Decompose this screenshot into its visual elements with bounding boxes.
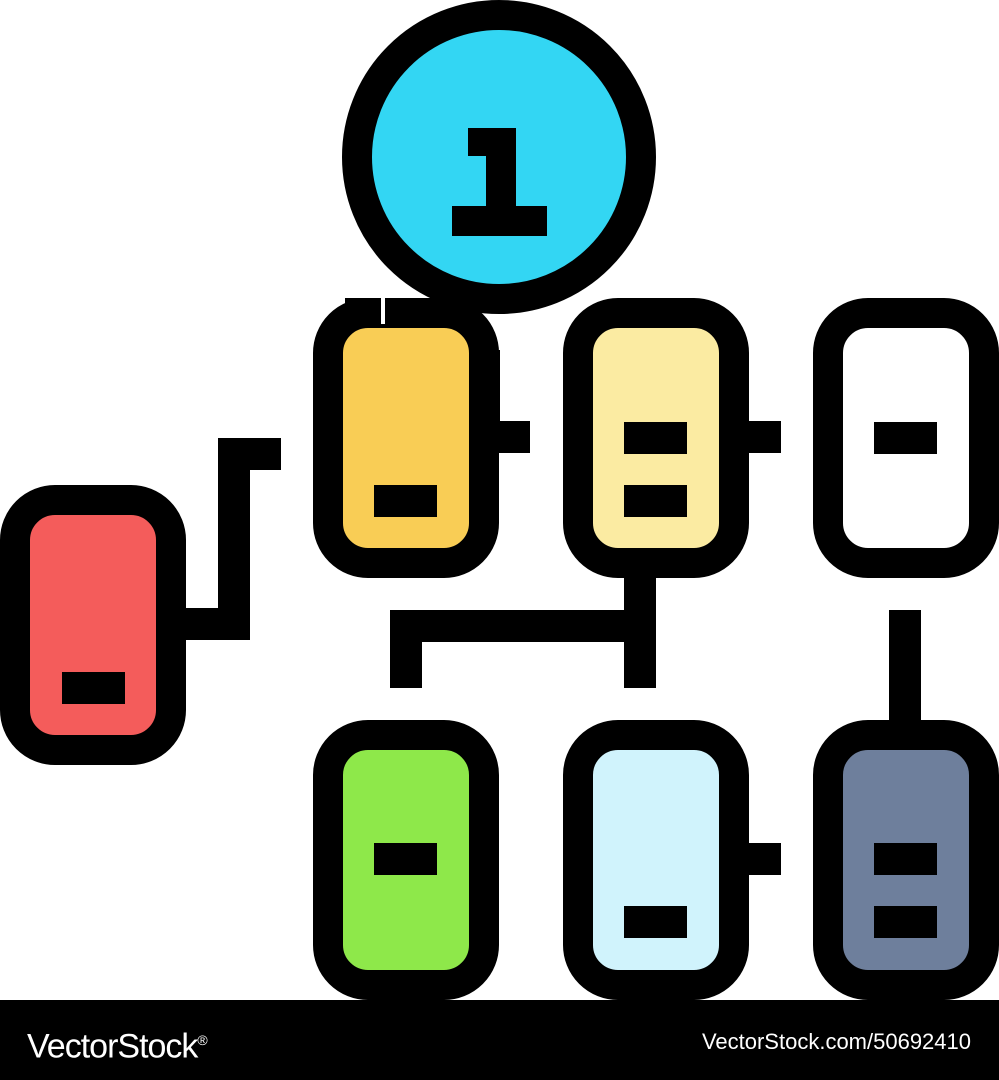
node-orange-dash [374, 485, 437, 517]
node-pale-yellow-dash-1 [624, 422, 687, 454]
node-red [0, 485, 186, 765]
connector-branch-green [390, 610, 640, 688]
node-green [313, 720, 499, 1000]
node-orange-body [313, 298, 499, 578]
brand-registered-mark: ® [197, 1032, 207, 1048]
vectorstock-logo: VectorStock® [27, 1020, 208, 1066]
node-light-blue [563, 720, 749, 1000]
brand-name: VectorStock [27, 1027, 198, 1066]
number-badge [342, 0, 656, 314]
node-light-blue-body [563, 720, 749, 1000]
node-red-body [0, 485, 186, 765]
orange-node-detail [345, 290, 500, 450]
watermark-footer-bar: VectorStock® VectorStock.com/50692410 [0, 1000, 999, 1080]
node-orange [313, 298, 499, 578]
node-white [813, 298, 999, 578]
node-white-dash [874, 422, 937, 454]
node-pale-yellow [563, 298, 749, 578]
image-id-label: VectorStock.com/50692410 [701, 1029, 971, 1054]
node-slate-dash-1 [874, 843, 937, 875]
hierarchy-diagram-illustration [0, 0, 999, 1000]
node-pale-yellow-dash-2 [624, 485, 687, 517]
node-light-blue-dash [624, 906, 687, 938]
number-one-glyph [452, 128, 547, 236]
node-slate [813, 720, 999, 1000]
node-slate-dash-2 [874, 906, 937, 938]
connector-red-orange [186, 438, 281, 640]
connector-lines [186, 421, 921, 875]
node-green-dash [374, 843, 437, 875]
node-red-dash [62, 672, 125, 704]
